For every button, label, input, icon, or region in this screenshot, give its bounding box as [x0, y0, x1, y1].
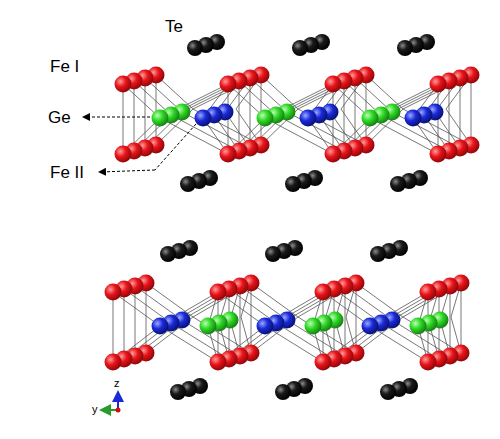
leader-line: [100, 170, 155, 172]
bond-line: [156, 75, 157, 145]
atom: [315, 284, 332, 301]
bond-line: [355, 78, 356, 148]
atom: [420, 354, 437, 371]
atom: [257, 318, 274, 335]
atom: [200, 318, 217, 335]
atoms: [105, 34, 480, 400]
atom: [325, 146, 342, 163]
bond-line: [460, 78, 461, 148]
atom: [265, 246, 281, 262]
atom: [410, 318, 427, 335]
atom: [105, 284, 122, 301]
atom: [362, 110, 379, 127]
atom: [170, 384, 186, 400]
atom: [362, 318, 379, 335]
axis-label: y: [92, 404, 98, 415]
atom: [180, 176, 196, 192]
bond-lines: [113, 75, 471, 362]
bond-line: [113, 292, 160, 326]
bond-line: [239, 81, 240, 151]
atom: [187, 40, 203, 56]
atom: [300, 110, 317, 127]
bond-line: [356, 283, 403, 317]
atom: [257, 110, 274, 127]
atom: [275, 384, 291, 400]
atom: [430, 76, 447, 93]
atom-label: Ge: [48, 109, 71, 126]
atom: [115, 76, 132, 93]
z-axis: [117, 392, 119, 410]
atom: [220, 76, 237, 93]
bond-line: [124, 289, 171, 323]
atom: [430, 146, 447, 163]
atom-label: Fe II: [50, 164, 84, 181]
atom: [390, 176, 406, 192]
bond-line: [123, 84, 124, 154]
atom-label: Fe I: [50, 58, 79, 75]
bond-line: [344, 81, 345, 151]
atom: [195, 110, 212, 127]
bond-line: [345, 286, 392, 320]
atom: [115, 146, 132, 163]
atom: [305, 318, 322, 335]
leader-line: [84, 117, 150, 118]
bond-line: [449, 81, 450, 151]
bond-line: [135, 286, 182, 320]
leader-line: [155, 124, 196, 170]
atom: [152, 318, 169, 335]
bond-line: [145, 78, 146, 148]
atom: [420, 284, 437, 301]
bond-line: [450, 286, 451, 356]
bond-line: [261, 75, 262, 145]
y-axis: [101, 409, 118, 411]
atom: [105, 354, 122, 371]
atom: [397, 40, 413, 56]
bond-line: [134, 81, 135, 151]
atom: [315, 354, 332, 371]
atom: [405, 110, 422, 127]
atom: [285, 176, 301, 192]
bond-line: [366, 75, 367, 145]
atom: [152, 110, 169, 127]
bond-line: [471, 75, 472, 145]
atom: [210, 284, 227, 301]
atom: [220, 146, 237, 163]
atom: [380, 384, 396, 400]
bond-line: [251, 283, 298, 317]
x-axis-dot: [116, 408, 121, 413]
atom: [292, 40, 308, 56]
atom: [210, 354, 227, 371]
atom: [370, 246, 386, 262]
bond-line: [146, 283, 193, 317]
bond-line: [461, 283, 462, 353]
bond-line: [250, 78, 251, 148]
bond-line: [113, 292, 114, 362]
atom-label: Te: [165, 18, 183, 35]
axis-label: z: [114, 378, 120, 389]
atom: [160, 246, 176, 262]
atom: [325, 76, 342, 93]
bond-line: [240, 286, 287, 320]
